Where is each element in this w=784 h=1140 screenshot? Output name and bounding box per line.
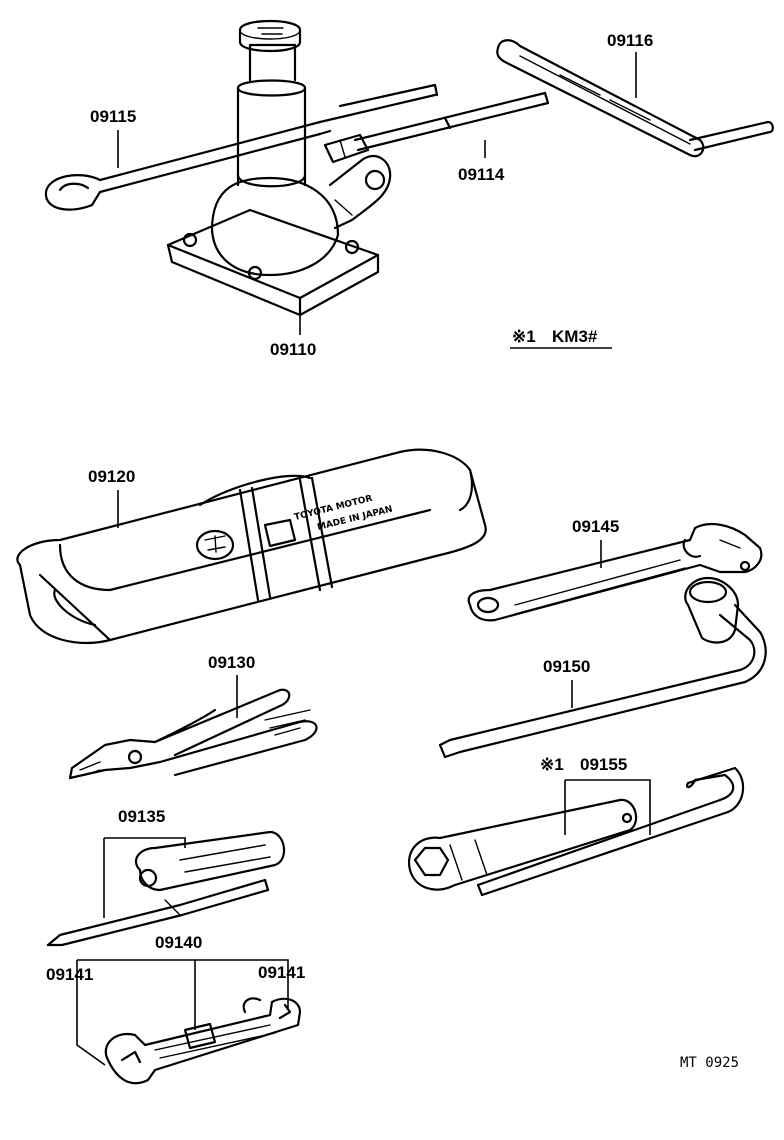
label-tool-bag: 09120 — [88, 467, 135, 486]
label-wrench-left: 09141 — [46, 965, 93, 984]
label-socket-wrench-marker: ※1 — [540, 755, 564, 774]
label-jack-handle: 09115 — [90, 107, 136, 126]
pliers-illustration — [68, 688, 318, 780]
label-jack: 09110 — [270, 340, 316, 359]
label-socket-wrench-group: ※1 09155 — [540, 755, 627, 774]
footer-code: MT 0925 — [680, 1055, 739, 1071]
note-km3-marker: ※1 — [512, 327, 536, 346]
label-socket-wrench: 09155 — [580, 755, 627, 774]
label-adjustable-wrench: 09145 — [572, 517, 619, 536]
jack-illustration — [166, 19, 392, 317]
label-wrench-right: 09141 — [258, 963, 305, 982]
note-km3-text: KM3# — [552, 327, 598, 346]
jack-handle-illustration — [44, 83, 439, 211]
label-screwdriver: 09135 — [118, 807, 165, 826]
label-wheel-nut-wrench: 09150 — [543, 657, 590, 676]
jack-handle-lever-illustration — [496, 39, 774, 158]
jack-handle-extension-illustration — [323, 91, 550, 164]
wheel-nut-wrench-illustration — [438, 576, 767, 759]
screwdriver-illustration — [46, 830, 286, 947]
wrench-set-illustration — [104, 997, 302, 1085]
leader-lines — [76, 52, 651, 1066]
note-km3: ※1 KM3# — [510, 327, 612, 349]
socket-wrench-illustration — [407, 766, 745, 897]
adjustable-wrench-illustration — [467, 522, 763, 622]
label-jack-handle-extension: 09114 — [458, 165, 505, 184]
label-pliers: 09130 — [208, 653, 255, 672]
label-jack-handle-lever: 09116 — [607, 31, 653, 50]
label-wrench-set: 09140 — [155, 933, 202, 952]
